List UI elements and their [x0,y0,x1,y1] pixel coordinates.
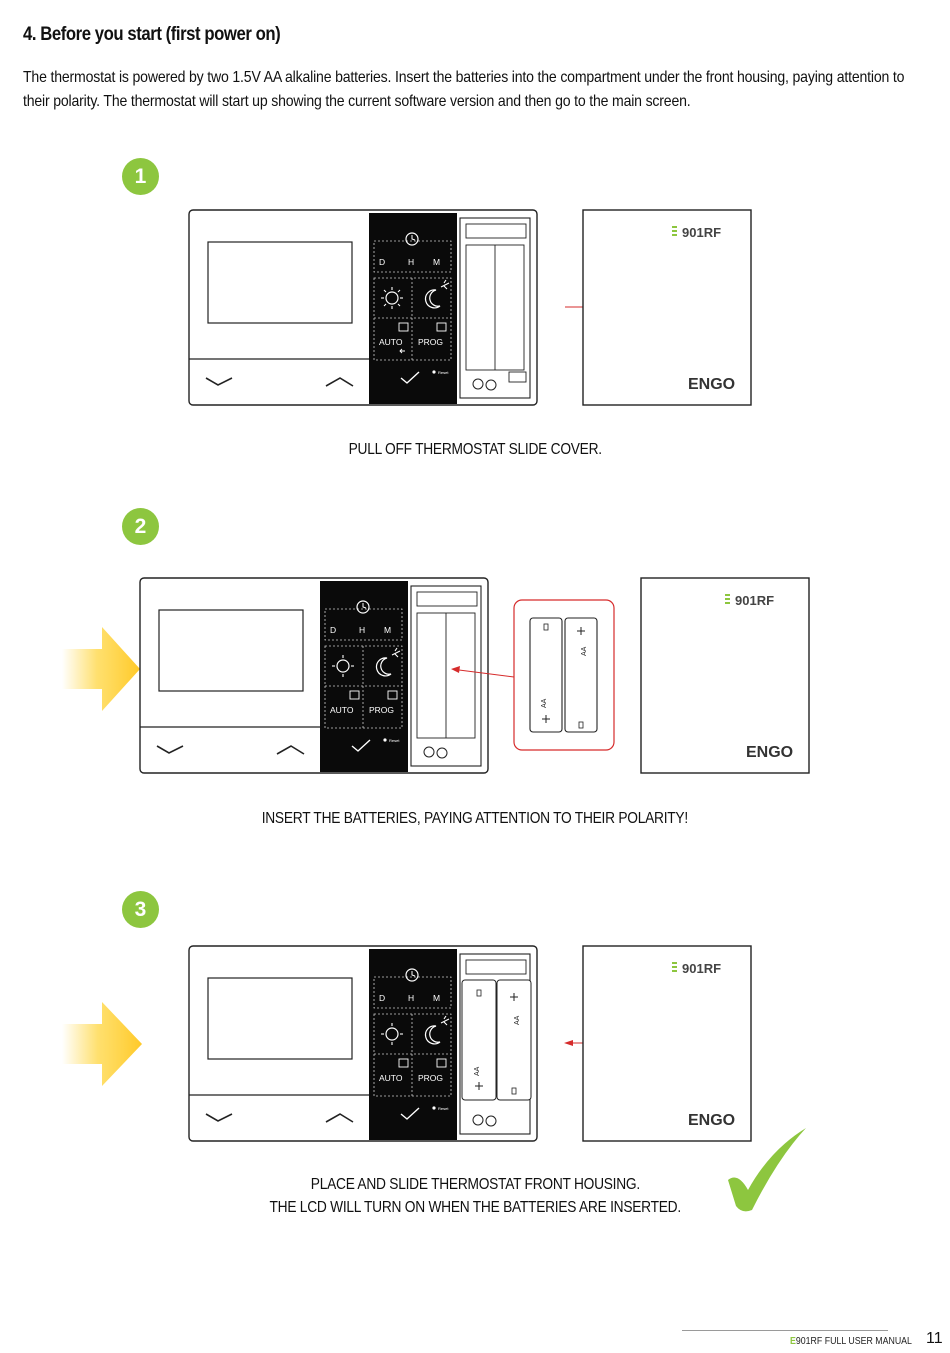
aa-battery [564,617,598,733]
step-3-illustration: D H M AUTO PROG Reset AA AA 901RF ENGO [62,945,806,1212]
calendar-icon [436,322,447,332]
chevron-down-icon [205,377,233,386]
sun-icon [336,659,350,673]
reset-dot [383,738,387,742]
aa-battery [461,979,497,1101]
reset-dot [432,1106,436,1110]
plane-icon [391,647,401,658]
key-prog-label: PROG [369,705,394,715]
calendar-icon [398,322,409,332]
lcd-screen [207,241,353,324]
slide-cover [582,945,752,1142]
thermostat-body [188,209,538,406]
confirm-check-icon [351,739,371,752]
sun-icon [385,1027,399,1041]
step-2-badge: 2 [122,508,159,545]
clock-icon [356,600,370,614]
key-m-label: M [384,625,391,635]
step-1-badge: 1 [122,158,159,195]
step-2-illustration: D H M AUTO PROG Reset AA AA 901RF ENGO [62,577,810,774]
moon-icon [424,289,441,309]
key-h-label: H [408,257,414,267]
moon-icon [375,657,392,677]
key-auto-label: AUTO [379,337,403,347]
key-prog-label: PROG [418,337,443,347]
chevron-up-icon [276,745,305,755]
key-auto-label: AUTO [330,705,354,715]
battery-callout [513,599,615,751]
confirm-check-icon [400,371,420,384]
slide-cover [640,577,810,774]
battery-compartment [410,585,482,767]
insert-direction-arrow [458,669,515,678]
calendar-icon [436,1058,447,1068]
step-3-badge: 3 [122,891,159,928]
chevron-up-icon [325,377,354,387]
push-arrow [62,627,140,711]
calendar-icon [349,690,360,700]
key-d-label: D [379,993,385,1003]
cover-brand-logo: ENGO [688,376,735,393]
cover-model-label: 901RF [735,593,774,608]
thermostat-body [139,577,489,774]
battery-aa-label: AA [581,646,588,656]
clock-icon [405,968,419,982]
step-3-caption-line-1: PLACE AND SLIDE THERMOSTAT FRONT HOUSING… [310,1176,640,1193]
reset-label: Reset [438,1106,449,1111]
cover-brand-logo: ENGO [746,744,793,761]
key-m-label: M [433,257,440,267]
keypad-panel [320,581,408,772]
battery-aa-label: AA [541,698,548,708]
push-arrow [62,1002,142,1086]
step-3-caption-line-2: THE LCD WILL TURN ON WHEN THE BATTERIES … [269,1199,681,1216]
chevron-down-icon [156,745,184,754]
key-h-label: H [359,625,365,635]
plane-icon [440,279,450,290]
keypad-panel [369,213,457,404]
success-check-icon [728,1128,806,1212]
aa-battery [496,979,532,1101]
lcd-screen [158,609,304,692]
page-number: 11 [926,1330,943,1347]
step-2-caption: INSERT THE BATTERIES, PAYING ATTENTION T… [261,810,689,827]
reset-dot [432,370,436,374]
plane-icon [440,1015,450,1026]
calendar-icon [387,690,398,700]
key-d-label: D [330,625,336,635]
cover-model-label: 901RF [682,225,721,240]
lcd-screen [207,977,353,1060]
step-1-illustration: D H M AUTO PROG Reset 901RF ENGO [188,209,752,406]
key-auto-label: AUTO [379,1073,403,1083]
chevron-up-icon [325,1113,354,1123]
footer-rule [682,1330,888,1331]
battery-aa-label: AA [474,1066,481,1076]
keypad-panel [369,949,457,1140]
battery-aa-label: AA [514,1015,521,1025]
reset-label: Reset [438,370,449,375]
cover-brand-logo: ENGO [688,1112,735,1129]
thermostat-body [188,945,538,1142]
reset-label: Reset [389,738,400,743]
key-d-label: D [379,257,385,267]
sun-icon [385,291,399,305]
calendar-icon [398,1058,409,1068]
clock-icon [405,232,419,246]
battery-compartment [459,217,531,399]
back-arrow-icon [399,348,405,354]
confirm-check-icon [400,1107,420,1120]
chevron-down-icon [205,1113,233,1122]
aa-battery [529,617,563,733]
section-heading: 4. Before you start (first power on) [23,24,281,45]
step-1-caption: PULL OFF THERMOSTAT SLIDE COVER. [348,441,602,458]
key-h-label: H [408,993,414,1003]
moon-icon [424,1025,441,1045]
cover-model-label: 901RF [682,961,721,976]
intro-paragraph: The thermostat is powered by two 1.5V AA… [23,69,905,110]
key-m-label: M [433,993,440,1003]
key-prog-label: PROG [418,1073,443,1083]
slide-cover [582,209,752,406]
footer-manual-title: E901RF FULL USER MANUAL [790,1336,912,1347]
